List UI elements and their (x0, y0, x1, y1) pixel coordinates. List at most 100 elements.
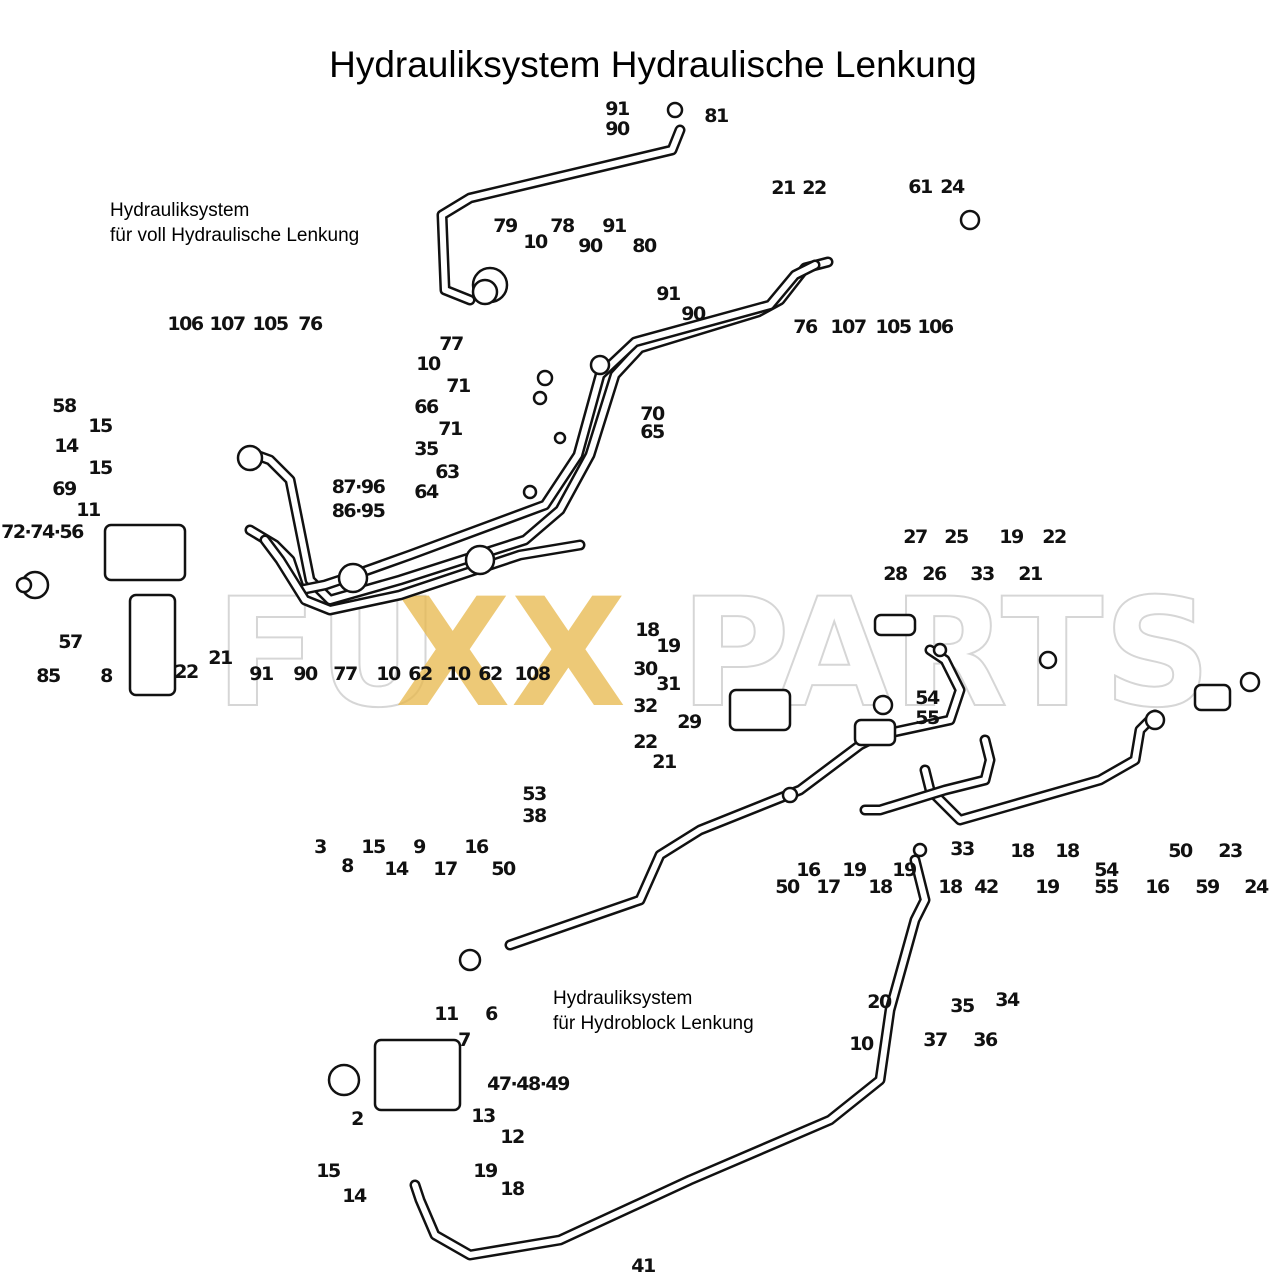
part-number-label: 18 (868, 876, 893, 898)
fitting (458, 948, 482, 972)
fitting (1038, 650, 1058, 670)
part-number-label: 72·74·56 (1, 521, 84, 543)
part-number-label: 35 (414, 438, 438, 460)
part-number-label: 18 (1010, 840, 1035, 862)
part-number-label: 8 (100, 665, 113, 687)
caption-hydroblock: Hydrauliksystem für Hydroblock Lenkung (553, 986, 754, 1036)
part-number-label: 106 (917, 316, 953, 338)
parts (15, 101, 1261, 1112)
part-number-label: 12 (500, 1126, 524, 1148)
part-number-label: 22 (174, 661, 198, 683)
fitting (15, 576, 33, 594)
part-number-label: 38 (522, 805, 547, 827)
part-number-label: 65 (640, 421, 664, 443)
part-number-label: 7 (458, 1029, 470, 1051)
part-number-label: 19 (1035, 876, 1059, 898)
part-number-label: 91 (605, 98, 629, 120)
part-number-label: 105 (252, 313, 287, 335)
part-number-label: 29 (677, 711, 701, 733)
part-number-label: 15 (88, 457, 112, 479)
part-number-label: 66 (414, 396, 439, 418)
part-number-label: 91 (249, 663, 273, 685)
fitting (1239, 671, 1261, 693)
part-number-label: 107 (830, 316, 865, 338)
fitting (236, 444, 264, 472)
part-number-label: 10 (376, 663, 401, 685)
part-number-label: 79 (493, 215, 517, 237)
part-number-label: 55 (1094, 876, 1118, 898)
part-number-label: 14 (54, 435, 79, 457)
part-number-label: 19 (473, 1160, 497, 1182)
fitting (327, 1063, 361, 1097)
part-number-label: 15 (361, 836, 385, 858)
component (728, 688, 792, 732)
fitting (471, 278, 499, 306)
part-number-label: 85 (36, 665, 60, 687)
part-number-label: 2 (351, 1108, 363, 1130)
part-number-label: 18 (1055, 840, 1080, 862)
part-number-label: 15 (88, 415, 112, 437)
part-number-label: 90 (605, 118, 630, 140)
fitting (781, 786, 799, 804)
part-number-label: 19 (999, 526, 1023, 548)
part-number-label: 50 (775, 876, 800, 898)
part-number-label: 78 (550, 215, 575, 237)
part-number-label: 14 (384, 858, 409, 880)
component (373, 1038, 462, 1112)
part-number-label: 77 (333, 663, 357, 685)
part-number-label: 108 (514, 663, 550, 685)
part-number-label: 81 (704, 105, 728, 127)
part-number-label: 62 (408, 663, 432, 685)
part-number-label: 31 (656, 673, 680, 695)
hydraulic-pipe-inner (862, 737, 993, 813)
part-number-label: 54 (1094, 859, 1119, 881)
part-number-label: 55 (915, 707, 939, 729)
part-number-label: 32 (633, 695, 657, 717)
part-number-label: 18 (938, 876, 963, 898)
part-number-label: 18 (500, 1178, 525, 1200)
component (853, 718, 897, 747)
fitting (666, 101, 684, 119)
component (873, 613, 917, 637)
part-number-label: 90 (578, 235, 603, 257)
part-number-label: 33 (950, 838, 974, 860)
part-number-label: 91 (656, 283, 680, 305)
fitting (337, 562, 369, 594)
page-title: Hydrauliksystem Hydraulische Lenkung (329, 44, 977, 85)
part-number-label: 22 (802, 177, 826, 199)
part-number-label: 70 (640, 403, 665, 425)
part-number-label: 76 (298, 313, 323, 335)
part-number-label: 19 (842, 859, 866, 881)
part-number-label: 63 (435, 461, 459, 483)
part-number-label: 25 (944, 526, 968, 548)
part-number-label: 69 (52, 478, 76, 500)
part-number-label: 47·48·49 (487, 1073, 569, 1095)
part-number-label: 8 (341, 855, 354, 877)
fitting (464, 544, 496, 576)
part-number-label: 21 (208, 647, 232, 669)
part-number-label: 107 (209, 313, 244, 335)
caption-line: Hydrauliksystem (110, 200, 250, 221)
part-number-label: 50 (1168, 840, 1193, 862)
fitting (912, 842, 928, 858)
part-number-label: 22 (633, 731, 657, 753)
pipes (242, 124, 1161, 1261)
part-number-label: 61 (908, 176, 932, 198)
part-number-label: 13 (471, 1105, 495, 1127)
part-number-label: 16 (1145, 876, 1170, 898)
part-number-label: 10 (849, 1033, 874, 1055)
part-number-label: 59 (1195, 876, 1219, 898)
fitting (932, 642, 948, 658)
part-number-label: 23 (1218, 840, 1242, 862)
fitting (589, 354, 611, 376)
part-number-label: 26 (922, 563, 947, 585)
part-number-label: 76 (793, 316, 818, 338)
part-number-label: 20 (867, 991, 892, 1013)
part-number-label: 17 (433, 858, 457, 880)
part-number-label: 11 (434, 1003, 458, 1025)
part-number-label: 22 (1042, 526, 1066, 548)
part-number-label: 62 (478, 663, 502, 685)
